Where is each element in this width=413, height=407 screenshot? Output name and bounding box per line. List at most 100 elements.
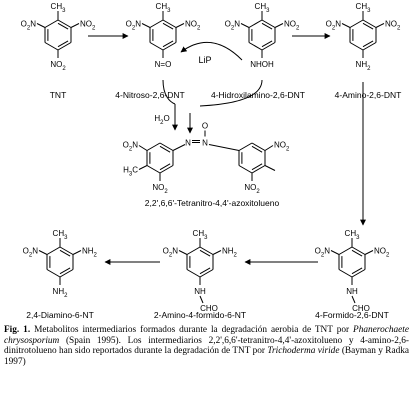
amino-bond-left bbox=[341, 23, 351, 28]
azoxy-group-left-top: O2N bbox=[123, 141, 139, 153]
tnt-ring-bond bbox=[57, 19, 72, 28]
caption-text-3: (Bayman y Radka 1997) bbox=[4, 346, 410, 367]
formido-group-cho: CHO bbox=[352, 304, 370, 313]
diamino-double-bond bbox=[59, 249, 71, 257]
nitroso-bond-right bbox=[175, 23, 185, 28]
caption-organism-1: Phanerochaete chrysosporium bbox=[4, 325, 409, 346]
diamino-ring-bond bbox=[46, 269, 61, 278]
formido-ring-bond bbox=[351, 269, 366, 278]
diamino-group-right: NH2 bbox=[82, 247, 98, 259]
nitroso-bond-left bbox=[141, 23, 151, 28]
formido-group-nh: NH bbox=[346, 287, 358, 296]
nitroso-double-bond bbox=[162, 22, 174, 30]
formido-ring-bond bbox=[338, 269, 353, 278]
diamino-group-bottom: NH2 bbox=[53, 287, 69, 299]
formido-bond-right bbox=[364, 250, 374, 255]
azoxy-left-double-bond bbox=[159, 163, 171, 171]
diamino-double-bond bbox=[59, 267, 71, 275]
hidroxil-ring-bond bbox=[261, 42, 276, 51]
formido-ring-bond bbox=[338, 246, 353, 255]
nitroso-group-left: O2N bbox=[126, 20, 142, 32]
amino-group-left: O2N bbox=[326, 20, 342, 32]
azoxy-n-2: N bbox=[202, 139, 208, 148]
nitroso-ring-bond bbox=[149, 19, 164, 28]
azoxy-right-ring-bond bbox=[251, 142, 266, 151]
formido-double-bond bbox=[351, 249, 363, 257]
azoxy-bond-lt bbox=[138, 145, 148, 151]
water-label: H2O bbox=[154, 114, 169, 126]
tnt-group-right: NO2 bbox=[80, 20, 96, 32]
diamino-ring-bond bbox=[59, 246, 74, 255]
caption-organism-2: Trichoderma viride bbox=[267, 346, 340, 357]
formido-name: 4-Formido-2,6-DNT bbox=[315, 310, 389, 320]
tnt-group-bottom: NO2 bbox=[50, 60, 66, 72]
caption-text-1: Metabolitos intermediarios formados dura… bbox=[30, 325, 354, 335]
aminoformido-ring-bond bbox=[199, 246, 214, 255]
azoxy-right-ring-bond bbox=[238, 165, 253, 174]
tnt-ring-bond bbox=[57, 42, 72, 51]
azoxy-bond-rt bbox=[264, 145, 274, 151]
arrow-hidroxil-to-nitroso bbox=[180, 41, 243, 61]
hidroxil-double-bond bbox=[261, 40, 273, 48]
azoxy-n-1: N bbox=[185, 139, 191, 148]
aminoformido-bond-right bbox=[212, 250, 222, 255]
nitroso-group-right: NO2 bbox=[185, 20, 201, 32]
hidroxil-ring-bond bbox=[248, 19, 263, 28]
diamino-name: 2,4-Diamino-6-NT bbox=[26, 310, 94, 320]
aminoformido-double-bond bbox=[199, 267, 211, 275]
azoxy-right-ring-bond bbox=[251, 165, 266, 174]
aminoformido-group-nh: NH bbox=[194, 287, 206, 296]
amino-bond-right bbox=[375, 23, 385, 28]
formido-bond-cho bbox=[351, 295, 356, 304]
tnt-name: TNT bbox=[50, 90, 67, 100]
enzyme-label: LiP bbox=[198, 55, 211, 65]
caption-text-2: (Spain 1995). Los intermediarios 2,2',6,… bbox=[4, 335, 409, 357]
formido-double-bond bbox=[351, 267, 363, 275]
azoxy-group-left-bottom: NO2 bbox=[152, 183, 168, 195]
aminoformido-name: 2-Amino-4-formido-6-NT bbox=[154, 310, 246, 320]
hidroxil-double-bond bbox=[261, 22, 273, 30]
amino-ring-bond bbox=[349, 42, 364, 51]
hidroxil-bond-left bbox=[240, 23, 250, 28]
tnt-group-left: O2N bbox=[21, 20, 37, 32]
azoxy-bond-n1 bbox=[172, 144, 186, 151]
amino-ring-bond bbox=[349, 19, 364, 28]
nitroso-ring-bond bbox=[162, 42, 177, 51]
azoxy-left-double-bond bbox=[159, 145, 171, 153]
tnt-ring-bond bbox=[44, 19, 59, 28]
diamino-group-left: O2N bbox=[23, 247, 39, 259]
aminoformido-group-top: CH3 bbox=[193, 229, 209, 241]
nitroso-double-bond bbox=[162, 40, 174, 48]
diamino-group-top: CH3 bbox=[53, 229, 69, 241]
aminoformido-ring-bond bbox=[186, 246, 201, 255]
hidroxil-group-right: NO2 bbox=[284, 20, 300, 32]
azoxy-o: O bbox=[202, 122, 208, 131]
nitroso-name: 4-Nitroso-2,6-DNT bbox=[115, 90, 184, 100]
azoxy-group-right-top: NO2 bbox=[274, 141, 290, 153]
diamino-ring-bond bbox=[59, 269, 74, 278]
reaction-scheme: CH3NO2O2NNO2CH3NO2O2NN=OCH3NO2O2NNHOHCH3… bbox=[21, 2, 402, 320]
tnt-double-bond bbox=[57, 22, 69, 30]
tnt-group-top: CH3 bbox=[51, 2, 67, 14]
formido-group-left: O2N bbox=[315, 247, 331, 259]
azoxy-right-double-bond bbox=[251, 163, 263, 171]
nitroso-group-top: CH3 bbox=[156, 2, 172, 14]
hidroxil-ring-bond bbox=[248, 42, 263, 51]
hidroxil-ring-bond bbox=[261, 19, 276, 28]
aminoformido-group-left: O2N bbox=[163, 247, 179, 259]
azoxy-right-ring-bond bbox=[238, 142, 253, 151]
hidroxil-group-top: CH3 bbox=[255, 2, 271, 14]
diamino-bond-left bbox=[38, 250, 48, 255]
aminoformido-ring-bond bbox=[199, 269, 214, 278]
azoxy-left-ring-bond bbox=[146, 165, 161, 174]
tnt-bond-left bbox=[36, 23, 46, 28]
nitroso-group-bottom: N=O bbox=[155, 60, 172, 69]
aminoformido-bond-left bbox=[178, 250, 188, 255]
amino-double-bond bbox=[362, 22, 374, 30]
azoxy-name: 2,2',6,6'-Tetranitro-4,4'-azoxitolueno bbox=[145, 198, 280, 208]
figure-caption: Fig. 1. Metabolitos intermediarios forma… bbox=[4, 325, 409, 367]
azoxy-bond-n2 bbox=[208, 144, 240, 151]
aminoformido-group-cho: CHO bbox=[200, 304, 218, 313]
azoxy-left-ring-bond bbox=[159, 142, 174, 151]
azoxy-group-left-methyl: H3C bbox=[123, 166, 138, 178]
